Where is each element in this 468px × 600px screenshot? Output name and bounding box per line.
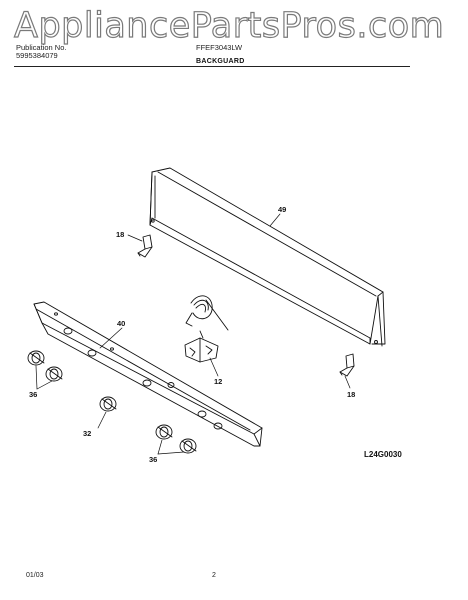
leader-lines xyxy=(35,213,351,455)
backguard-panel xyxy=(149,167,386,347)
footer-date: 01/03 xyxy=(26,572,44,579)
model-number: FFEF3043LW xyxy=(196,43,243,52)
callout-32: 32 xyxy=(83,429,91,438)
knob-left-2 xyxy=(45,366,63,382)
watermark-logo: AppliancePartsPros.com xyxy=(13,5,445,46)
knob-right-1 xyxy=(155,424,173,440)
callout-18-left: 18 xyxy=(116,230,124,239)
publication-number: 5995384079 xyxy=(16,51,58,60)
knob-center xyxy=(99,396,117,412)
callout-40: 40 xyxy=(117,319,125,328)
knob-left-1 xyxy=(27,350,45,366)
callout-36-right: 36 xyxy=(149,455,157,464)
bracket-left xyxy=(137,234,153,258)
callout-49: 49 xyxy=(278,205,286,214)
header-rule xyxy=(14,66,410,67)
section-title: BACKGUARD xyxy=(196,58,245,65)
footer-page-number: 2 xyxy=(212,572,216,579)
control-panel xyxy=(33,301,263,447)
publication-label: Publication No. xyxy=(16,43,67,52)
diagram-code: L24G0030 xyxy=(364,450,402,459)
callout-18-right: 18 xyxy=(347,390,355,399)
callout-36-left: 36 xyxy=(29,390,37,399)
callout-12: 12 xyxy=(214,377,222,386)
bracket-right xyxy=(339,353,355,377)
infinite-switch xyxy=(184,295,229,363)
knob-right-2 xyxy=(179,438,197,454)
